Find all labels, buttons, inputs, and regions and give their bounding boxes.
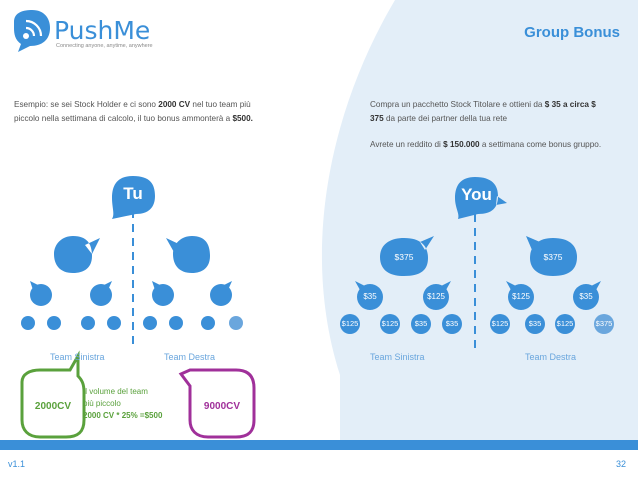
left-root-bubble: [112, 176, 155, 219]
right-team-destra: Team Destra: [525, 352, 577, 362]
slide-title: Group Bonus: [524, 24, 620, 41]
left-desc-amount: $500.: [232, 114, 253, 123]
left-root-label: Tu: [123, 184, 143, 203]
left-desc-part1: Esempio: se sei Stock Holder e ci sono: [14, 100, 159, 109]
right-l3-value-0: $125: [341, 319, 359, 328]
right-l2-value-1: $125: [427, 292, 445, 301]
note-line1: Il volume del team: [83, 387, 148, 396]
badge-2000cv: [20, 350, 86, 439]
right-desc-part1: Compra un pacchetto Stock Titolare e ott…: [370, 100, 545, 109]
badge-9000cv: [178, 368, 256, 439]
right-node-l1-left: [380, 236, 434, 276]
right-l2-value-3: $35: [579, 292, 593, 301]
right-l2-value-0: $35: [363, 292, 377, 301]
right-l1-right-value: $375: [543, 252, 563, 262]
version-label: v1.1: [8, 459, 26, 469]
left-node-l2-a: [30, 284, 52, 306]
page-number: 32: [615, 459, 626, 469]
badge-right-label: 9000CV: [203, 401, 241, 412]
right-l3-value-2: $35: [414, 319, 428, 328]
right-income: Avrete un reddito di $ 150.000 a settima…: [370, 138, 610, 152]
left-description: Esempio: se sei Stock Holder e ci sono 2…: [14, 98, 259, 126]
right-description: Compra un pacchetto Stock Titolare e ott…: [370, 98, 610, 126]
right-l3-value-5: $35: [528, 319, 542, 328]
right-income-part2: a settimana come bonus gruppo.: [479, 140, 602, 149]
footer-band: [0, 440, 638, 450]
note-line2: più piccolo: [83, 399, 121, 408]
right-root-label: You: [461, 185, 492, 204]
left-node-l2-d: [210, 284, 232, 306]
note-line3: 2000 CV * 25% =$500: [83, 411, 163, 420]
right-income-part1: Avrete un reddito di: [370, 140, 444, 149]
right-l3-value-7: $375: [595, 319, 613, 328]
right-team-sinistra: Team Sinistra: [370, 352, 425, 362]
left-node-l1-right: [166, 236, 210, 273]
right-l1-left-value: $375: [394, 252, 414, 262]
left-node-l1-left: [54, 236, 100, 273]
right-node-l1-right: [526, 236, 577, 276]
right-desc-part2: da parte dei partner della tua rete: [383, 114, 508, 123]
left-team-sinistra: Team Sinistra: [50, 352, 105, 362]
brand-name: PushMe: [54, 16, 151, 45]
left-team-destra: Team Destra: [164, 352, 216, 362]
right-l3-value-1: $125: [381, 319, 399, 328]
right-desc-range: $ 35 a circa $ 375: [370, 100, 596, 123]
right-tree: [340, 177, 614, 350]
right-root-bubble: [455, 177, 507, 219]
right-l2-value-2: $125: [512, 292, 530, 301]
brand-tagline: Connecting anyone, anytime, anywhere: [56, 43, 153, 49]
left-node-l2-b: [90, 284, 112, 306]
right-l3-value-3: $35: [445, 319, 459, 328]
right-l3-value-4: $125: [491, 319, 509, 328]
left-tree: [21, 176, 243, 350]
badge-left-label: 2000CV: [34, 401, 72, 412]
right-panel-background: [321, 0, 638, 440]
pushme-logo-icon: [14, 10, 50, 52]
right-l3-value-6: $125: [556, 319, 574, 328]
left-desc-cv: 2000 CV: [158, 100, 191, 109]
left-desc-part2: nel tuo team più piccolo nella settimana…: [14, 100, 251, 123]
right-income-amount: $ 150.000: [443, 140, 480, 149]
left-node-l2-c: [152, 284, 174, 306]
